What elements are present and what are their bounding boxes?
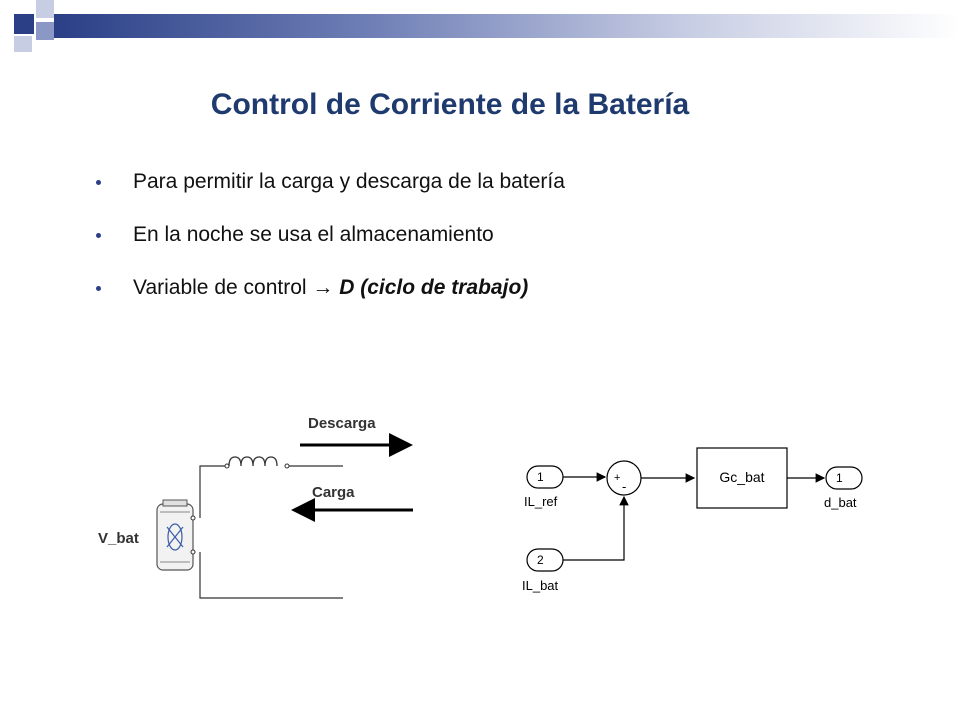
header-square-1 bbox=[14, 14, 34, 34]
header-square-2 bbox=[36, 0, 54, 18]
output-port-d-bat: 1 bbox=[825, 466, 863, 490]
header-square-4 bbox=[36, 22, 54, 40]
bullet-text: Para permitir la carga y descarga de la … bbox=[133, 170, 565, 193]
bullet-text: Variable de control bbox=[133, 276, 313, 299]
output-label-d-bat: d_bat bbox=[824, 495, 857, 510]
svg-text:1: 1 bbox=[537, 470, 544, 484]
input-label-il-ref: IL_ref bbox=[524, 494, 558, 509]
input-port-il-ref: 1 bbox=[526, 465, 564, 489]
charge-label: Carga bbox=[312, 484, 355, 501]
bullet-dot bbox=[96, 233, 101, 238]
input-port-il-bat: 2 bbox=[526, 548, 564, 572]
battery-label: V_bat bbox=[98, 530, 139, 547]
circuit-wiring bbox=[199, 465, 343, 599]
battery-icon bbox=[156, 499, 196, 571]
svg-text:1: 1 bbox=[836, 471, 843, 485]
header-square-3 bbox=[14, 36, 32, 52]
bullet-item: Variable de control → D (ciclo de trabaj… bbox=[96, 272, 565, 325]
controller-block: Gc_bat bbox=[696, 447, 788, 509]
svg-text:-: - bbox=[622, 479, 626, 494]
bullet-dot bbox=[96, 286, 101, 291]
svg-text:2: 2 bbox=[537, 553, 544, 567]
slide-title: Control de Corriente de la Batería bbox=[210, 88, 690, 121]
input-label-il-bat: IL_bat bbox=[522, 578, 559, 593]
sum-block: + - bbox=[606, 460, 642, 496]
bullet-item: En la noche se usa el almacenamiento bbox=[96, 219, 565, 272]
right-arrow-icon: → bbox=[312, 276, 334, 299]
inductor bbox=[224, 456, 290, 469]
bullet-emphasis: D (ciclo de trabajo) bbox=[339, 276, 529, 299]
bullet-text: En la noche se usa el almacenamiento bbox=[133, 223, 494, 246]
discharge-label: Descarga bbox=[308, 415, 376, 432]
bullet-item: Para permitir la carga y descarga de la … bbox=[96, 166, 565, 219]
bullet-list: Para permitir la carga y descarga de la … bbox=[96, 166, 565, 325]
svg-text:Gc_bat: Gc_bat bbox=[719, 469, 764, 485]
bullet-dot bbox=[96, 180, 101, 185]
signal-il-bat bbox=[563, 495, 629, 561]
svg-text:+: + bbox=[614, 472, 620, 484]
header-gradient-band bbox=[54, 14, 960, 38]
